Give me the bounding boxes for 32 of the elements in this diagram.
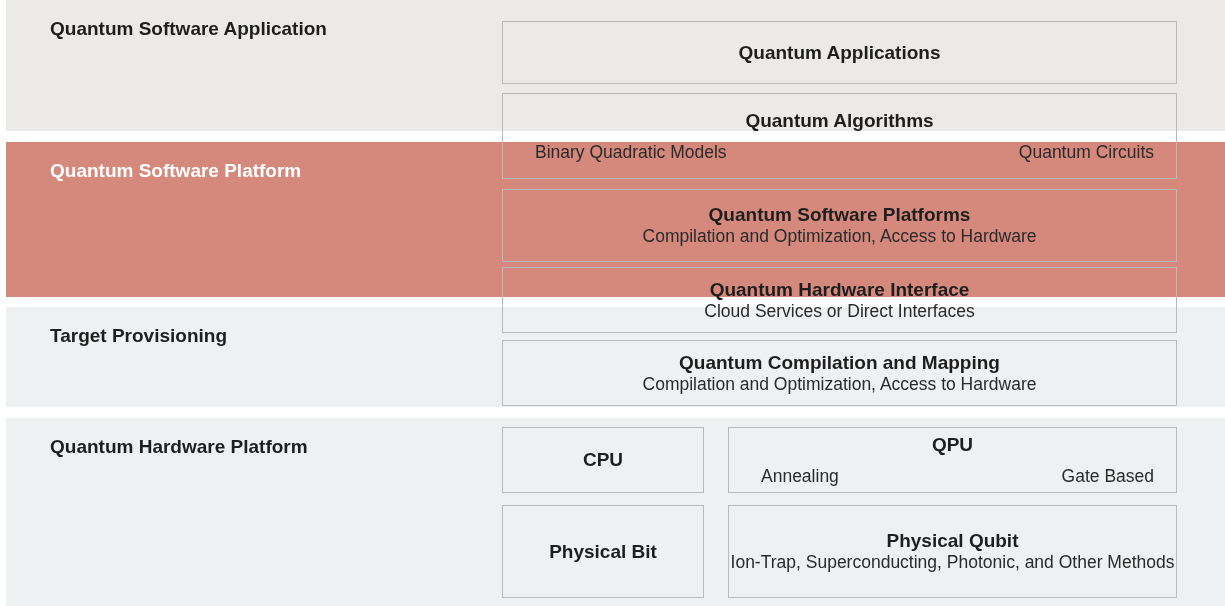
box-subtitle: Binary Quadratic Models <box>535 141 727 163</box>
box-subtitle: Compilation and Optimization, Access to Hardware <box>642 226 1037 247</box>
layer-band <box>6 0 1225 131</box>
box-subtitle: Quantum Circuits <box>1018 141 1154 163</box>
box-title: Physical Bit <box>549 540 657 563</box>
layer-box <box>728 427 1177 493</box>
box-title: Quantum Hardware Interface <box>709 278 970 301</box>
layer-band <box>6 418 1225 606</box>
box-title: Physical Qubit <box>886 530 1019 552</box>
layer-heading: Target Provisioning <box>50 325 227 347</box>
layer-box <box>502 93 1177 179</box>
box-title: CPU <box>582 449 624 471</box>
box-subtitle: Compilation and Optimization, Access to Hardware <box>642 373 1037 395</box>
box-title: Quantum Applications <box>738 41 941 64</box>
layer-box <box>502 189 1177 262</box>
box-subtitle: Annealing <box>761 465 839 487</box>
box-subtitle: Ion-Trap, Superconducting, Photonic, and Other Methods <box>730 552 1175 573</box>
layer-box <box>502 427 704 493</box>
box-title: Quantum Algorithms <box>745 109 934 132</box>
layer-box <box>502 267 1177 333</box>
layer-heading: Quantum Software Application <box>50 18 327 40</box>
box-subtitle: Gate Based <box>1061 465 1154 487</box>
box-title: Quantum Compilation and Mapping <box>679 351 1000 374</box>
layer-box <box>502 21 1177 84</box>
layer-heading: Quantum Software Platform <box>50 160 302 182</box>
layer-heading: Quantum Hardware Platform <box>50 436 308 458</box>
box-title: Quantum Software Platforms <box>708 204 971 226</box>
layer-box <box>728 505 1177 598</box>
layer-box <box>502 340 1177 406</box>
box-subtitle: Cloud Services or Direct Interfaces <box>704 300 975 322</box>
box-title: QPU <box>931 433 974 456</box>
layer-box <box>502 505 704 598</box>
